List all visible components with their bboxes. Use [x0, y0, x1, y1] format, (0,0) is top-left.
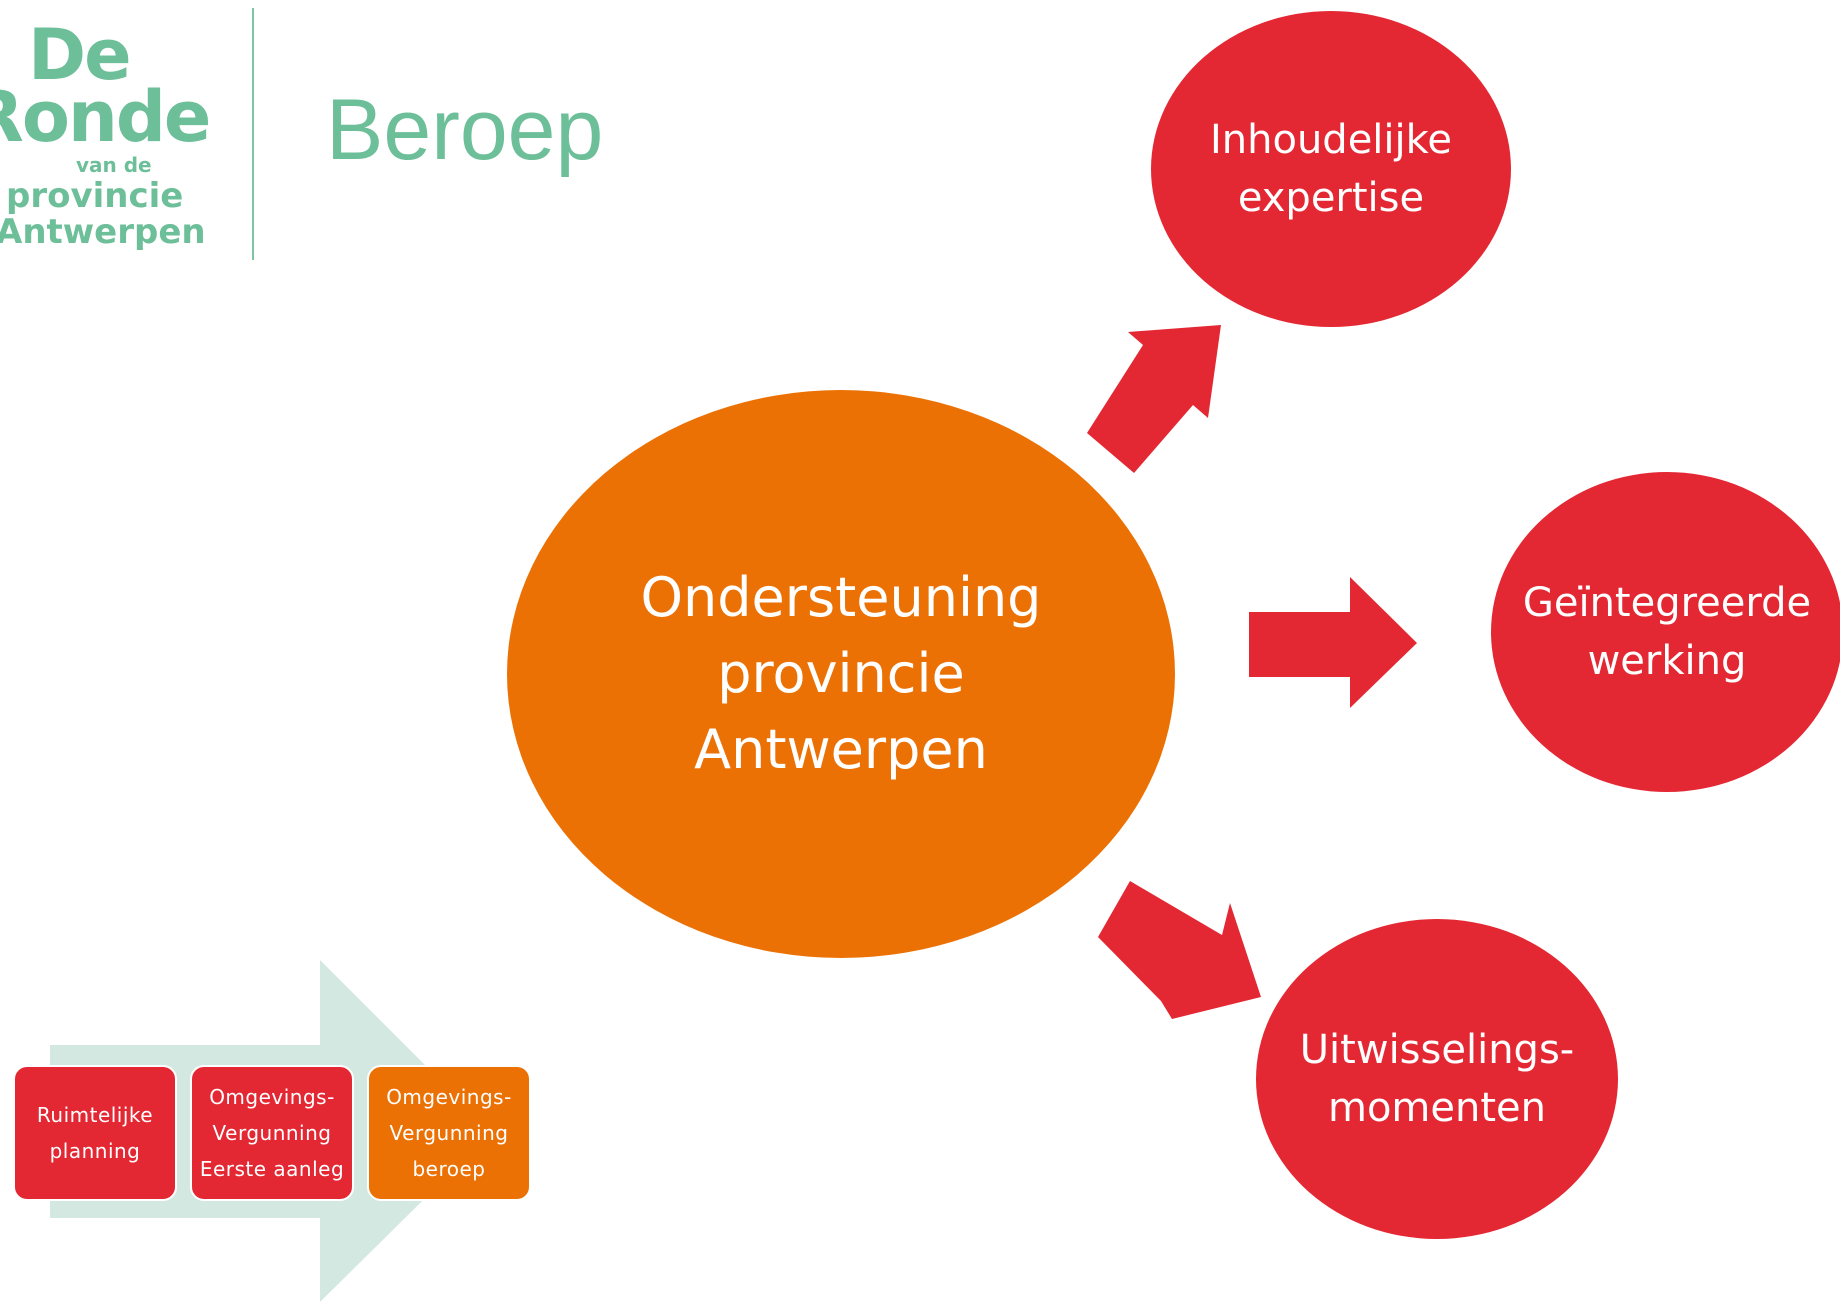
logo-line-ronde: Ronde [0, 76, 211, 158]
logo-line-antwerpen: Antwerpen [0, 212, 206, 252]
node-uitwisseling: Uitwisselings- momenten [1256, 919, 1618, 1239]
process-step-label: Ruimtelijke planning [36, 1103, 154, 1163]
node-expertise-label: Inhoudelijke expertise [1209, 117, 1452, 221]
process-step-eerste-aanleg: Omgevings- Vergunning Eerste aanleg [190, 1065, 354, 1201]
process-step-beroep: Omgevings- Vergunning beroep [367, 1065, 531, 1201]
logo: De Ronde van de provincie Antwerpen [0, 0, 230, 260]
logo-divider [252, 8, 254, 260]
node-uitwisseling-label: Uitwisselings- momenten [1299, 1027, 1575, 1131]
node-werking-label: Geïntegreerde werking [1522, 580, 1812, 684]
center-node-label: Ondersteuning provincie Antwerpen [640, 566, 1042, 781]
arrow-to-werking [1249, 577, 1417, 708]
process-step-label: Omgevings- Vergunning Eerste aanleg [199, 1085, 345, 1181]
logo-line-provincie: provincie [6, 176, 184, 216]
logo-line-van-de: van de [76, 153, 152, 177]
process-step-label: Omgevings- Vergunning beroep [386, 1085, 512, 1181]
center-node: Ondersteuning provincie Antwerpen [507, 390, 1175, 958]
node-expertise: Inhoudelijke expertise [1151, 11, 1511, 327]
logo-line-de: De [28, 14, 132, 96]
arrow-to-uitwisseling [1098, 881, 1261, 1019]
node-werking: Geïntegreerde werking [1491, 472, 1840, 792]
arrow-to-expertise [1087, 325, 1221, 473]
process-step-planning: Ruimtelijke planning [13, 1065, 177, 1201]
page-title: Beroep [326, 82, 604, 178]
